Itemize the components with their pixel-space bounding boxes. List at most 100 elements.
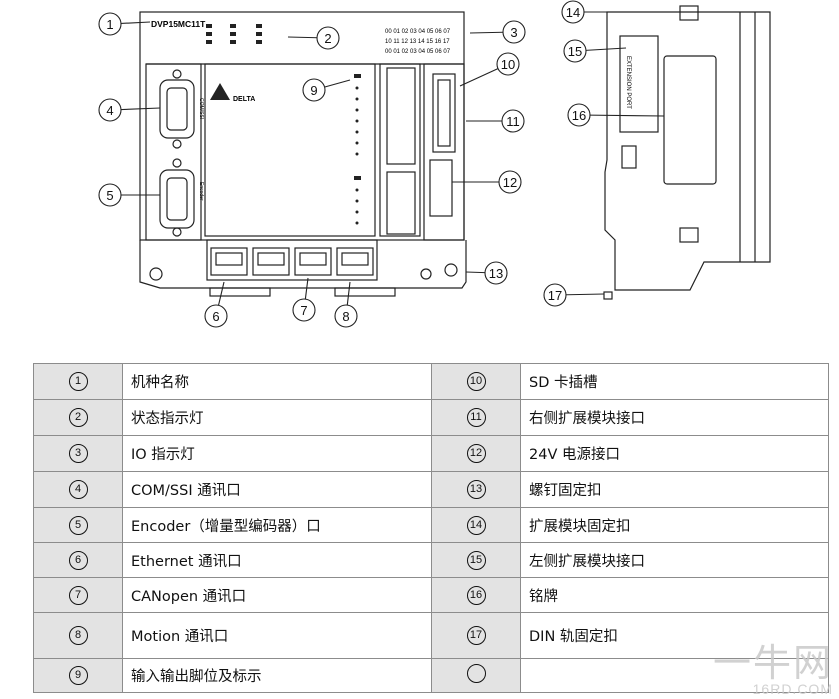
model-label: DVP15MC11T bbox=[151, 19, 206, 29]
callout-number: 17 bbox=[548, 288, 562, 303]
callout-number: 9 bbox=[310, 83, 317, 98]
legend-left-text: 状态指示灯 bbox=[131, 411, 204, 427]
ethernet-port bbox=[210, 247, 248, 276]
callout-number: 7 bbox=[300, 303, 307, 318]
legend-right-number: 13 bbox=[466, 480, 486, 499]
legend-right-number-cell: 17 bbox=[431, 612, 521, 659]
legend-right-number-cell: 14 bbox=[431, 507, 521, 543]
callout-number: 16 bbox=[572, 108, 586, 123]
legend-right-number: 16 bbox=[466, 585, 486, 605]
legend-right-number: 15 bbox=[466, 550, 486, 570]
port-module bbox=[145, 63, 202, 241]
legend-left-number-cell: 5 bbox=[33, 507, 123, 543]
legend-left-text-cell: Motion 通讯口 bbox=[122, 612, 432, 659]
io-row-3: 00 01 02 03 04 05 06 07 bbox=[385, 49, 451, 55]
legend-right-text-cell: 24V 电源接口 bbox=[520, 435, 829, 472]
watermark-sub: 16RD.COM bbox=[752, 681, 833, 697]
legend-left-number-cell: 2 bbox=[33, 399, 123, 436]
legend-left-number: 9 bbox=[68, 666, 88, 685]
callout-number: 1 bbox=[106, 17, 113, 32]
legend-right-number-cell bbox=[431, 658, 521, 693]
legend-right-number-cell: 15 bbox=[431, 542, 521, 578]
callout-circle bbox=[302, 78, 326, 102]
legend-right-text: 24V 电源接口 bbox=[529, 447, 620, 463]
callout-number: 12 bbox=[503, 175, 517, 190]
legend-left-text-cell: Encoder（增量型编码器）口 bbox=[122, 507, 432, 543]
callout-circle bbox=[98, 12, 122, 36]
legend-right-text-cell: 螺钉固定扣 bbox=[520, 471, 829, 508]
callout-circle bbox=[98, 98, 122, 122]
callout-leader bbox=[578, 114, 665, 117]
legend-right-text-cell: 左侧扩展模块接口 bbox=[520, 542, 829, 578]
din-clip bbox=[603, 291, 613, 300]
legend-left-text: Ethernet 通讯口 bbox=[131, 553, 242, 570]
legend-right-number: 10 bbox=[466, 372, 486, 391]
callout-number: 4 bbox=[106, 103, 113, 118]
legend-right-number bbox=[466, 664, 486, 683]
legend-right-text-cell: 铭牌 bbox=[520, 577, 829, 613]
callout-number: 8 bbox=[342, 309, 349, 324]
legend-right-number: 14 bbox=[466, 515, 486, 535]
power-connector bbox=[429, 159, 453, 217]
io-row-2: 10 11 12 13 14 15 16 17 bbox=[385, 39, 450, 45]
callout-circle bbox=[567, 103, 591, 127]
sd-column bbox=[423, 63, 465, 241]
legend-right-text: SD 卡插槽 bbox=[529, 375, 598, 391]
legend-left-text: CANopen 通讯口 bbox=[131, 588, 247, 605]
legend-left-text-cell: IO 指示灯 bbox=[122, 435, 432, 472]
callout-circle bbox=[543, 283, 567, 307]
legend-right-text-cell bbox=[520, 658, 829, 693]
canopen-port-a bbox=[252, 247, 290, 276]
encoder-port-label: Encoder bbox=[198, 182, 204, 201]
callout-number: 3 bbox=[510, 25, 517, 40]
legend-left-number: 1 bbox=[68, 372, 88, 391]
plc-base bbox=[139, 240, 467, 289]
legend-left-text: 输入输出脚位及标示 bbox=[131, 669, 262, 685]
legend-left-text-cell: 机种名称 bbox=[122, 363, 432, 400]
callout-number: 5 bbox=[106, 188, 113, 203]
legend-right-number-cell: 16 bbox=[431, 577, 521, 613]
callout-number: 11 bbox=[506, 114, 520, 129]
delta-logo-icon bbox=[210, 83, 230, 100]
legend-left-text-cell: 输入输出脚位及标示 bbox=[122, 658, 432, 693]
callout-circle bbox=[292, 298, 316, 322]
legend-row: 9 输入输出脚位及标示 bbox=[33, 658, 829, 693]
legend-left-text-cell: 状态指示灯 bbox=[122, 399, 432, 436]
io-connector-column bbox=[379, 63, 421, 237]
legend-right-text: 扩展模块固定扣 bbox=[529, 518, 631, 535]
legend-left-number: 8 bbox=[68, 626, 88, 645]
legend-right-number: 11 bbox=[466, 408, 486, 427]
legend-left-text-cell: CANopen 通讯口 bbox=[122, 577, 432, 613]
fixing-clip-top bbox=[679, 5, 699, 21]
callout-circle bbox=[204, 304, 228, 328]
legend-row: 7 CANopen 通讯口 16 铭牌 bbox=[33, 577, 829, 613]
callout-number: 2 bbox=[324, 31, 331, 46]
legend-left-text-cell: COM/SSI 通讯口 bbox=[122, 471, 432, 508]
legend-left-number-cell: 3 bbox=[33, 435, 123, 472]
callout-circle bbox=[501, 109, 525, 133]
legend-left-number: 5 bbox=[68, 515, 88, 535]
side-view-outline bbox=[604, 11, 771, 291]
callout-circle bbox=[496, 52, 520, 76]
legend-left-text: Encoder（增量型编码器）口 bbox=[131, 518, 321, 535]
legend-right-text: 铭牌 bbox=[529, 588, 558, 605]
legend-left-number: 2 bbox=[68, 408, 88, 427]
callout-circle bbox=[502, 20, 526, 44]
callout-number: 14 bbox=[566, 5, 580, 20]
com-ssi-port bbox=[159, 79, 195, 139]
legend-left-number-cell: 8 bbox=[33, 612, 123, 659]
legend-left-number-cell: 7 bbox=[33, 577, 123, 613]
extension-port-label: EXTENSION PORT bbox=[625, 56, 631, 109]
callout-circle bbox=[563, 39, 587, 63]
legend-right-text: 右侧扩展模块接口 bbox=[529, 411, 645, 427]
encoder-port bbox=[159, 169, 195, 229]
canopen-port-b bbox=[294, 247, 332, 276]
legend-left-number: 4 bbox=[68, 480, 88, 499]
legend-row: 1 机种名称 10 SD 卡插槽 bbox=[33, 363, 829, 400]
legend-right-number-cell: 12 bbox=[431, 435, 521, 472]
legend-left-text: COM/SSI 通讯口 bbox=[131, 483, 241, 499]
com-port-label: COM/SSI bbox=[198, 98, 204, 119]
